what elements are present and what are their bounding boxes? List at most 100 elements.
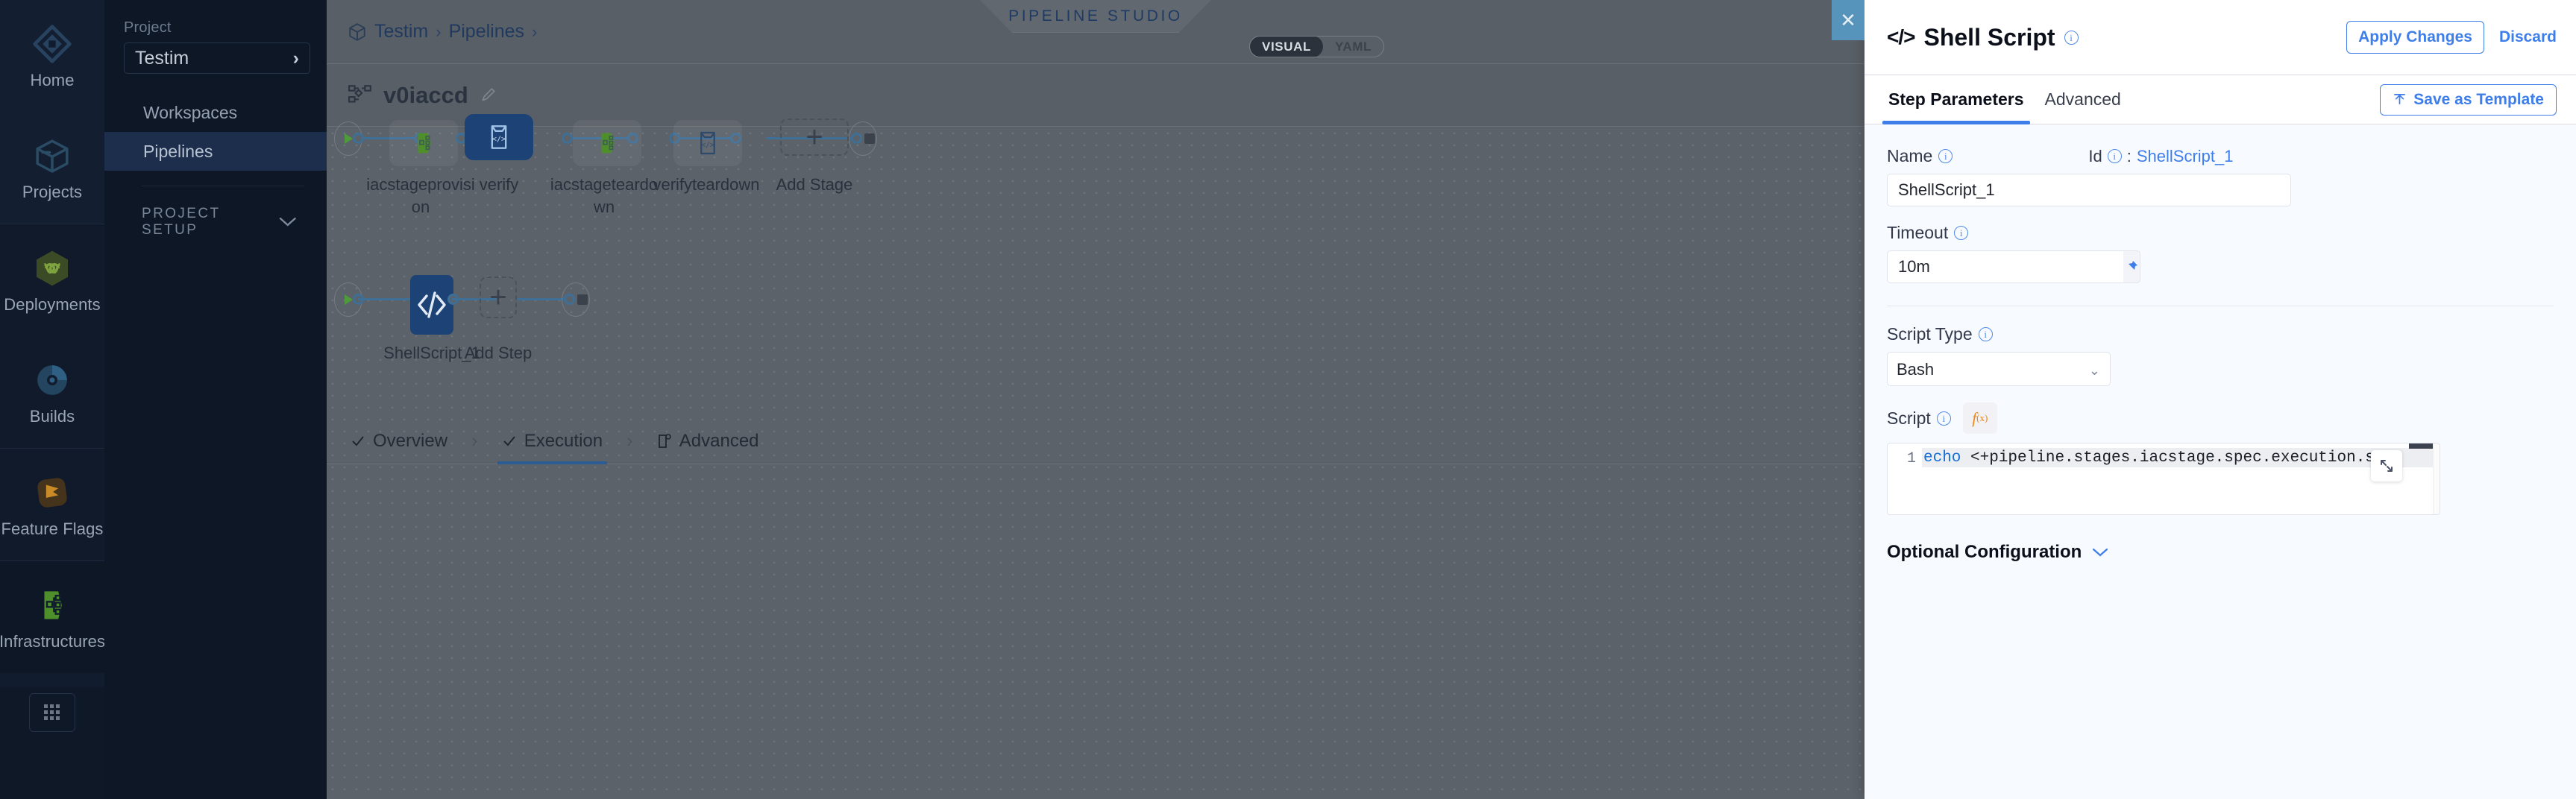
breadcrumb-link-project[interactable]: Testim (374, 21, 429, 42)
project-setup-toggle[interactable]: PROJECT SETUP (104, 186, 327, 239)
step-node-shellscript-1[interactable] (410, 275, 453, 335)
code-brackets-icon: </> (1887, 25, 1915, 48)
chevron-down-icon (280, 217, 297, 227)
script-label-group: Script i (1887, 408, 1951, 429)
add-step-label: Add Step (464, 344, 533, 362)
nav-item-deployments[interactable]: Deployments (0, 224, 104, 336)
close-icon: ✕ (1840, 8, 1856, 31)
stage-node-iacstageprovision[interactable] (389, 120, 458, 166)
view-mode-visual[interactable]: VISUAL (1250, 37, 1323, 57)
info-icon[interactable]: i (1938, 149, 1953, 163)
sidebar-item-pipelines[interactable]: Pipelines (104, 132, 327, 171)
graph-wire (517, 298, 569, 300)
stop-icon (577, 294, 588, 305)
stage-node-verifyteardown[interactable]: </> (673, 120, 742, 166)
chevron-down-icon (2093, 548, 2108, 556)
tab-drawer-advanced[interactable]: Advanced (2043, 75, 2123, 124)
close-drawer-button[interactable]: ✕ (1832, 0, 1865, 40)
script-type-field: Bash ⌄ (1887, 352, 2111, 386)
editor-horizontal-scrollbar[interactable] (2409, 443, 2433, 449)
upload-template-icon (2394, 93, 2406, 105)
stop-icon (864, 133, 875, 144)
optional-configuration-toggle[interactable]: Optional Configuration (1887, 542, 2554, 563)
pipeline-graph-canvas[interactable]: iacstageprovision </> verify (327, 114, 1865, 799)
script-code-line[interactable]: echo <+pipeline.stages.iacstage.spec.exe… (1922, 448, 2440, 467)
graph-port (627, 133, 638, 144)
apps-grid-button[interactable] (29, 693, 75, 732)
pipeline-studio-tag: PIPELINE STUDIO (980, 0, 1211, 33)
stage-node-iacstageteardown[interactable] (573, 120, 641, 166)
code-brackets-icon (418, 291, 446, 318)
name-input[interactable] (1887, 174, 2291, 206)
stage-label-iacstageteardown: iacstageteardown (550, 175, 659, 216)
nav-item-deployments-label: Deployments (4, 295, 101, 314)
tab-step-parameters[interactable]: Step Parameters (1882, 75, 2030, 124)
add-stage-button[interactable]: + (780, 119, 849, 156)
sidebar-item-workspaces[interactable]: Workspaces (104, 93, 327, 132)
pencil-icon[interactable] (480, 87, 497, 104)
stage-tab-strip: Overview › Execution › Advanced (327, 418, 1865, 464)
view-mode-yaml[interactable]: YAML (1334, 39, 1372, 54)
stage-tab-separator-1: › (471, 429, 478, 452)
check-icon (503, 435, 515, 446)
tab-advanced[interactable]: Advanced (654, 418, 762, 464)
script-line-number: 1 (1906, 450, 1916, 467)
graph-wire (767, 137, 856, 139)
nav-item-feature-flags[interactable]: Feature Flags (0, 449, 104, 560)
custom-stage-icon: </> (700, 131, 715, 155)
graph-port (562, 133, 573, 144)
drawer-header: </> Shell Script i Apply Changes Discard (1865, 0, 2576, 75)
script-editor[interactable]: 1 echo <+pipeline.stages.iacstage.spec.e… (1887, 443, 2440, 515)
breadcrumb: Testim › Pipelines › (327, 21, 537, 42)
tab-overview-label: Overview (373, 430, 448, 451)
drawer-title: Shell Script (1923, 23, 2055, 51)
sidebar-item-pipelines-label: Pipelines (143, 141, 213, 161)
script-type-select[interactable]: Bash (1887, 352, 2111, 386)
add-step-button[interactable]: + (480, 277, 517, 318)
id-value[interactable]: ShellScript_1 (2136, 146, 2234, 165)
timeout-pin-button[interactable] (2123, 250, 2140, 283)
nav-item-builds[interactable]: Builds (0, 336, 104, 448)
apply-changes-button[interactable]: Apply Changes (2346, 21, 2484, 54)
timeout-field (1887, 250, 2140, 283)
script-label-row: Script i f(x) (1887, 402, 2554, 434)
info-icon[interactable]: i (1978, 327, 1993, 341)
id-colon: : (2126, 146, 2132, 165)
info-icon[interactable]: i (2064, 30, 2079, 45)
nav-item-home[interactable]: Home (0, 0, 104, 112)
info-icon[interactable]: i (2107, 149, 2122, 163)
flag-icon (37, 478, 67, 508)
editor-vertical-scrollbar[interactable] (2433, 443, 2440, 514)
script-expand-button[interactable] (2371, 450, 2402, 481)
discard-button[interactable]: Discard (2498, 28, 2557, 45)
info-icon[interactable]: i (1936, 411, 1951, 426)
tab-drawer-advanced-label: Advanced (2044, 89, 2121, 109)
pipeline-end-node (849, 121, 877, 156)
save-as-template-button[interactable]: Save as Template (2380, 83, 2557, 116)
pipeline-header: v0iaccd VISUAL YAML (327, 36, 1865, 127)
stage-label-verifyteardown: verifyteardown (653, 175, 760, 194)
custom-stage-icon: </> (491, 125, 507, 149)
tab-execution[interactable]: Execution (497, 418, 608, 464)
script-type-label-group: Script Type i (1887, 324, 2554, 344)
play-icon (345, 294, 353, 305)
nav-item-projects[interactable]: Projects (0, 112, 104, 224)
nav-item-infrastructures[interactable]: Infrastructures (0, 561, 105, 673)
timeout-input[interactable] (1887, 250, 2123, 283)
graph-port (669, 133, 680, 144)
view-mode-toggle[interactable]: VISUAL YAML (1249, 36, 1384, 57)
tab-overview[interactable]: Overview (348, 418, 450, 464)
breadcrumb-link-pipelines[interactable]: Pipelines (448, 21, 525, 42)
project-heading: Project (124, 19, 172, 36)
project-selector[interactable]: Testim › (124, 42, 310, 74)
infinity-hex-icon (37, 250, 68, 286)
stage-node-verify[interactable]: </> (465, 114, 533, 160)
id-label: Id (2088, 146, 2102, 165)
id-display: Id i : ShellScript_1 (2088, 147, 2233, 166)
info-icon[interactable]: i (1954, 226, 1969, 240)
stage-label-verify: verify (479, 175, 519, 194)
project-selector-value: Testim (135, 47, 189, 69)
script-expression-toggle[interactable]: f(x) (1962, 402, 1997, 434)
stage-label-iacstageprovision: iacstageprovision (366, 175, 475, 216)
drawer-tab-strip: Step Parameters Advanced Save as Templat… (1865, 75, 2576, 124)
